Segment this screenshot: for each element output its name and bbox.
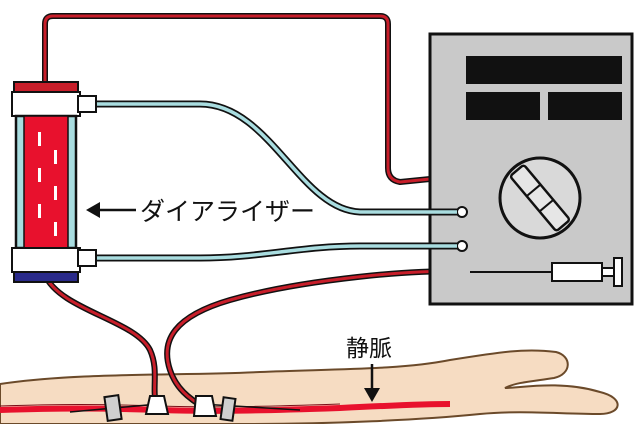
blood-pump-dial-icon — [498, 156, 582, 240]
machine-screen-top — [466, 56, 622, 84]
dialyzer-label-group: ダイアライザー — [86, 197, 315, 226]
vein-label: 静脈 — [346, 336, 392, 362]
dialyzer — [11, 81, 97, 283]
blood-line-venous — [164, 268, 471, 411]
syringe-icon — [470, 257, 623, 287]
arrow-left-icon — [86, 202, 136, 218]
arterial-needle — [69, 394, 170, 422]
blood-line-arterial — [42, 273, 161, 410]
venous-needle — [192, 395, 301, 422]
machine-screen-left — [466, 92, 540, 120]
arm — [0, 349, 619, 425]
vein-label-group: 静脈 — [346, 336, 392, 402]
dialyzer-cap-bottom — [13, 271, 79, 283]
machine-screen-right — [548, 92, 622, 120]
dialyzer-label: ダイアライザー — [140, 197, 315, 226]
arm-vessel — [0, 401, 451, 414]
arrow-down-icon — [364, 364, 380, 402]
machine-port-bottom — [456, 240, 468, 252]
machine-port-top — [456, 206, 468, 218]
dialysate-lines — [96, 100, 457, 262]
arm-skin — [0, 349, 619, 425]
dialysis-machine — [428, 32, 634, 306]
